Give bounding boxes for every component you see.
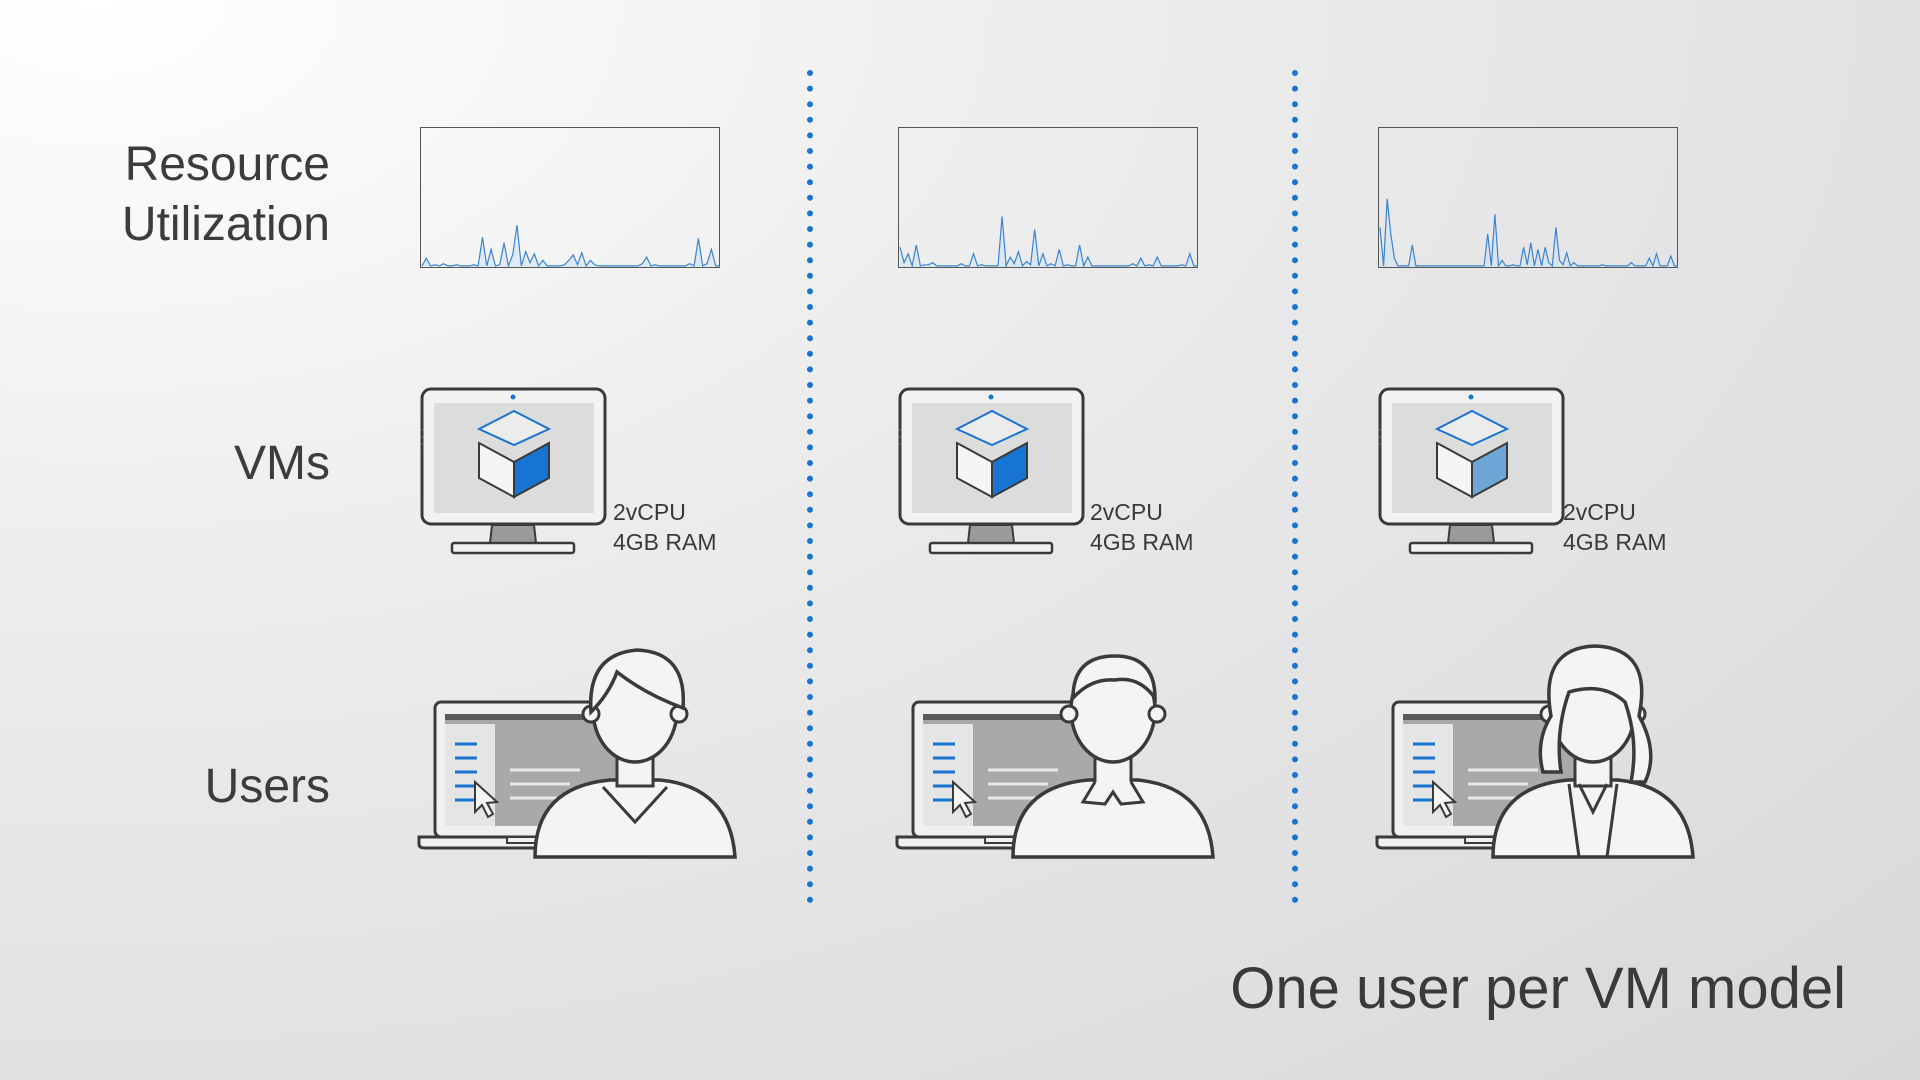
cursor-icon — [952, 779, 978, 819]
column-separator-1 — [807, 70, 813, 918]
vm-spec-ram: 4GB RAM — [1563, 529, 1667, 555]
cursor-icon — [474, 779, 500, 819]
vm-spec-cpu: 2vCPU — [613, 499, 686, 525]
vm-column-1: 2vCPU 4GB RAM — [417, 0, 820, 1080]
utilization-sparkline-svg — [421, 225, 720, 269]
vm-spec-ram: 4GB RAM — [1090, 529, 1194, 555]
utilization-line — [421, 225, 720, 269]
row-label-resource-line2: Utilization — [121, 198, 330, 251]
vm-spec-cpu: 2vCPU — [1563, 499, 1636, 525]
user-at-laptop-icon — [417, 648, 737, 859]
utilization-chart — [1378, 127, 1678, 268]
vm-spec-cpu: 2vCPU — [1090, 499, 1163, 525]
utilization-sparkline-svg — [899, 216, 1198, 269]
utilization-line — [899, 216, 1198, 269]
utilization-chart — [898, 127, 1198, 269]
utilization-chart — [420, 127, 720, 269]
utilization-sparkline-svg — [1379, 198, 1678, 268]
utilization-area — [900, 216, 1198, 267]
person-icon — [533, 648, 737, 859]
person-icon — [1011, 654, 1215, 859]
vm-cube-icon — [476, 409, 552, 499]
vm-column-2: 2vCPU 4GB RAM — [895, 0, 1298, 1080]
vm-cube-icon — [1434, 409, 1510, 499]
user-at-laptop-icon — [895, 654, 1215, 859]
utilization-area — [422, 225, 720, 267]
cursor-icon — [1432, 779, 1458, 819]
vm-spec: 2vCPU 4GB RAM — [613, 497, 717, 557]
vm-monitor-icon — [420, 387, 607, 555]
vm-column-3: 2vCPU 4GB RAM — [1375, 0, 1778, 1080]
vm-spec: 2vCPU 4GB RAM — [1090, 497, 1194, 557]
row-label-resource-utilization: Resource Utilization — [60, 135, 330, 255]
person-icon — [1491, 644, 1695, 859]
vm-cube-icon — [954, 409, 1030, 499]
diagram-title: One user per VM model — [1230, 956, 1846, 1021]
vm-spec: 2vCPU 4GB RAM — [1563, 497, 1667, 557]
column-separator-2 — [1292, 70, 1298, 918]
utilization-line — [1379, 198, 1678, 268]
row-label-vms: VMs — [234, 437, 330, 490]
vm-monitor-icon — [898, 387, 1085, 555]
user-at-laptop-icon — [1375, 644, 1695, 859]
row-label-users: Users — [204, 760, 330, 813]
row-label-resource-line1: Resource — [124, 138, 330, 191]
vm-spec-ram: 4GB RAM — [613, 529, 717, 555]
vm-monitor-icon — [1378, 387, 1565, 555]
